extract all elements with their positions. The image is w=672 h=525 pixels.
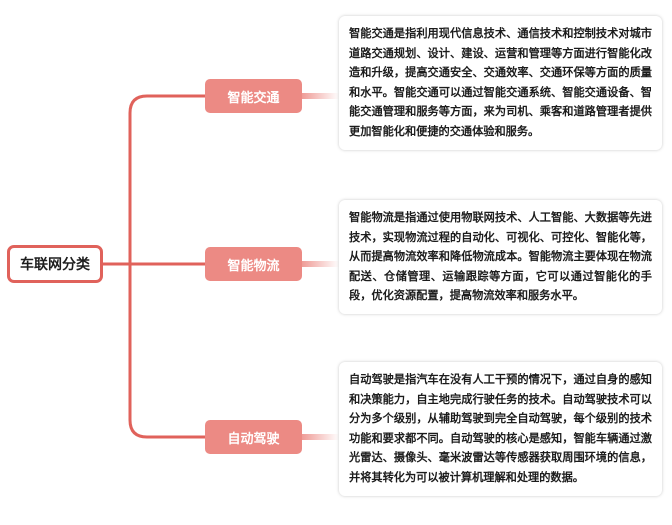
- description-card-smart-transport: 智能交通是指利用现代信息技术、通信技术和控制技术对城市道路交通规划、设计、建设、…: [339, 16, 662, 150]
- branch-node-autonomous-driving[interactable]: 自动驾驶: [205, 420, 302, 454]
- description-text: 智能物流是指通过使用物联网技术、人工智能、大数据等先进技术，实现物流过程的自动化…: [349, 211, 652, 303]
- fade-link-2: [302, 261, 339, 267]
- root-node[interactable]: 车联网分类: [7, 245, 103, 283]
- description-text: 自动驾驶是指汽车在没有人工干预的情况下，通过自身的感知和决策能力，自主地完成行驶…: [349, 373, 652, 484]
- branch-label: 智能物流: [227, 258, 280, 274]
- root-label: 车联网分类: [20, 257, 90, 273]
- description-card-autonomous-driving: 自动驾驶是指汽车在没有人工干预的情况下，通过自身的感知和决策能力，自主地完成行驶…: [339, 362, 662, 496]
- connector-branch-3: [128, 262, 207, 439]
- connector-branch-1: [128, 94, 207, 266]
- description-text: 智能交通是指利用现代信息技术、通信技术和控制技术对城市道路交通规划、设计、建设、…: [349, 27, 652, 138]
- fade-link-3: [302, 434, 339, 440]
- branch-label: 智能交通: [227, 90, 280, 106]
- branch-label: 自动驾驶: [227, 431, 280, 447]
- branch-node-smart-logistics[interactable]: 智能物流: [205, 247, 302, 281]
- branch-node-smart-transport[interactable]: 智能交通: [205, 79, 302, 113]
- fade-link-1: [302, 93, 339, 99]
- description-card-smart-logistics: 智能物流是指通过使用物联网技术、人工智能、大数据等先进技术，实现物流过程的自动化…: [339, 200, 662, 314]
